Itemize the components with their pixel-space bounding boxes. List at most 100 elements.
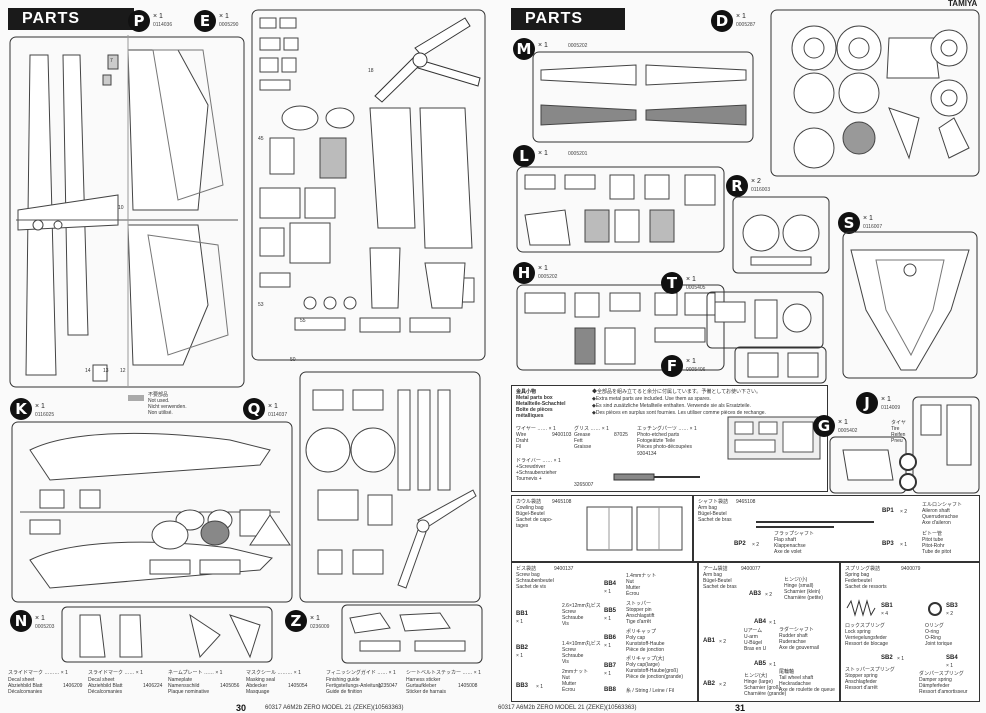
sprue-badge-z: Z <box>285 610 307 632</box>
bp3-qty: × 1 <box>900 542 908 548</box>
bb3-qty: × 1 <box>536 684 544 690</box>
ab2-id: AB2 <box>703 681 716 687</box>
ab5-qty: × 1 <box>769 662 777 668</box>
wire-code: 9400103 <box>552 432 572 438</box>
screwdriver-code: 3265007 <box>574 482 594 488</box>
sprue-qty-k: × 1 <box>35 403 45 410</box>
decal-sheet-2-en: Decal sheet Abziehbild Blatt Décalcomani… <box>88 677 123 695</box>
sprue-qty-f: × 1 <box>686 358 696 365</box>
sprue-qty-p: × 1 <box>153 13 163 20</box>
sprue-drawing-f <box>734 346 827 384</box>
ab5-id: AB5 <box>754 661 767 667</box>
grease-label: グリス …… × 1 Grease Fett Graisse <box>574 426 609 450</box>
sprue-drawing-s <box>842 231 978 379</box>
sprue-code-s: 0116007 <box>863 224 883 230</box>
bb4-desc: 1.4mmナット Nut Mutter Écrou <box>626 573 657 597</box>
etching-label: エッチングパーツ …… × 1 Photo-etched parts Fotog… <box>637 426 697 450</box>
bb2-desc: 1.4×10mm丸ビス Screw Schraube Vis <box>562 641 601 665</box>
ab2-qty: × 2 <box>719 682 727 688</box>
sprue-drawing-m <box>532 51 754 143</box>
bp1-qty: × 2 <box>900 509 908 515</box>
sprue-code-j: 0114009 <box>881 405 901 411</box>
screw-bag-title: ビス袋詰 Screw bag Schraubenbeutel Sachet de… <box>516 566 554 590</box>
bp3-desc: ピトー管 Pitot tube Pitot-Rohr Tube de pitot <box>922 531 952 555</box>
harness-sticker-jp: シートベルトステッカー …… × 1 <box>406 670 481 676</box>
bb6-desc: ポリキャップ Poly cap Kunststoff-Haube Pièce d… <box>626 629 665 653</box>
sprue-drawing-r <box>732 196 830 274</box>
sprue-code-t: 0005405 <box>686 285 706 291</box>
ab3-id: AB3 <box>749 591 762 597</box>
left-page-number: 30 <box>236 703 247 713</box>
cowling-bag-title: カウル袋詰 Cowling bag Bügel-Beutel Sachet de… <box>516 499 553 529</box>
ab4-id: AB4 <box>754 619 767 625</box>
cowling-bag-box: カウル袋詰 Cowling bag Bügel-Beutel Sachet de… <box>511 495 693 562</box>
shaft-drawing <box>756 521 874 528</box>
ab3-desc: ヒンジ(小) Hinge (small) Scharnier (klein) C… <box>784 577 823 601</box>
metal-note-fr: ◆Des pièces en surplus sont fournies. Le… <box>592 410 766 416</box>
bp3-id: BP3 <box>882 541 894 547</box>
parts-header-right: PARTS <box>511 8 625 30</box>
sprue-code-m: 0005202 <box>568 43 588 49</box>
sb4-qty: × 1 <box>946 663 954 669</box>
decals-row: スライドマーク ……… × 1 Decal sheet Abziehbild B… <box>8 670 486 702</box>
sprue-qty-g: × 1 <box>838 419 848 426</box>
sprue-badge-q: Q <box>243 398 265 420</box>
bb6-id: BB6 <box>604 635 617 641</box>
masking-seal-code: 1405054 <box>288 683 308 689</box>
tamiya-logo: TAMIYA <box>948 0 978 8</box>
sprue-code-e: 0005290 <box>219 22 239 28</box>
decal-sheet-1-en: Decal sheet Abziehbild Blatt Décalcomani… <box>8 677 43 695</box>
sprue-badge-k: K <box>10 398 32 420</box>
tire-drawing <box>899 453 917 491</box>
sb4-id: SB4 <box>946 655 958 661</box>
sb4-desc: ダンパースプリング Damper spring Dämpferfeder Res… <box>919 671 968 695</box>
bb7-id: BB7 <box>604 663 617 669</box>
bb4-id: BB4 <box>604 581 617 587</box>
bb5-id: BB5 <box>604 608 617 614</box>
sprue-code-r: 0116003 <box>751 187 771 193</box>
harness-sticker-en: Harness sticker Gurtaufkleber Sticker de… <box>406 677 447 695</box>
bp2-id: BP2 <box>734 541 746 547</box>
sb3-id: SB3 <box>946 603 958 609</box>
sprue-qty-t: × 1 <box>686 276 696 283</box>
metal-note-de: ◆Es sind zusätzliche Metallteile enthalt… <box>592 403 751 409</box>
spring-bag-box: スプリング袋詰 Spring bag Federbeutel Sachet de… <box>840 562 980 702</box>
decal-sheet-1-code: 1406209 <box>63 683 83 689</box>
screwdriver-drawing <box>613 473 700 481</box>
bp2-desc: フラップシャフト Flap shaft Klappenachse Axe de … <box>774 531 815 555</box>
sprue-badge-e: E <box>194 10 216 32</box>
arm-bag-title: アーム袋詰 Arm bag Bügel-Beutel Sachet de bra… <box>703 566 737 590</box>
bb4-qty: × 1 <box>604 589 612 595</box>
sprue-badge-f: F <box>661 355 683 377</box>
wire-label: ワイヤー …… × 1 Wire Draht Fil <box>516 426 556 450</box>
sprue-badge-m: M <box>513 38 535 60</box>
bp1-desc: エルロンシャフト Aileron shaft Querruderachse Ax… <box>922 502 963 526</box>
bb1-desc: 2.6×12mm丸ビス Screw Schraube Vis <box>562 603 601 627</box>
bb3-desc: 2mmナット Nut Mutter Écrou <box>562 669 589 693</box>
ab1-id: AB1 <box>703 638 716 644</box>
metal-note-en: ◆Extra metal parts are included. Use the… <box>592 396 711 402</box>
sprue-badge-h: H <box>513 262 535 284</box>
decal-sheet-2-jp: スライドマーク …… × 1 <box>88 670 143 676</box>
sb1-desc: ロックスプリング Lock spring Verriegelungsfeder … <box>845 623 889 647</box>
sprue-badge-j: J <box>856 392 878 414</box>
sprue-code-q: 0114037 <box>268 412 288 418</box>
metal-note-jp: ◆全部品を組み立てると余分に付属しています。予備としてお使い下さい。 <box>592 389 762 395</box>
sprue-drawing-g <box>829 436 907 494</box>
bb7-qty: × 1 <box>604 671 612 677</box>
decal-sheet-1-jp: スライドマーク ……… × 1 <box>8 670 68 676</box>
grease-code: 87025 <box>614 432 628 438</box>
left-page: PARTS P × 1 0114036 E × 1 0005290 7 10 1… <box>8 0 494 713</box>
sprue-qty-l: × 1 <box>538 150 548 157</box>
nameplate-code: 1405056 <box>220 683 240 689</box>
sprue-drawing-h <box>516 284 725 371</box>
right-page: PARTS TAMIYA D × 1 0005287 M × 1 0005202 <box>493 0 986 713</box>
sprue-badge-d: D <box>711 10 733 32</box>
masking-seal-jp: マスクシール ……… × 1 <box>246 670 301 676</box>
sprue-drawing-k-small <box>149 514 291 575</box>
screw-bag-box: ビス袋詰 Screw bag Schraubenbeutel Sachet de… <box>511 562 698 702</box>
right-footer-code: 60317 A6M2b ZERO MODEL 21 (ZEKE)(1056336… <box>498 705 637 711</box>
bb2-id: BB2 <box>516 645 529 651</box>
sprue-code-k: 0116025 <box>35 412 55 418</box>
cowling-bag-code: 9465108 <box>552 499 572 505</box>
